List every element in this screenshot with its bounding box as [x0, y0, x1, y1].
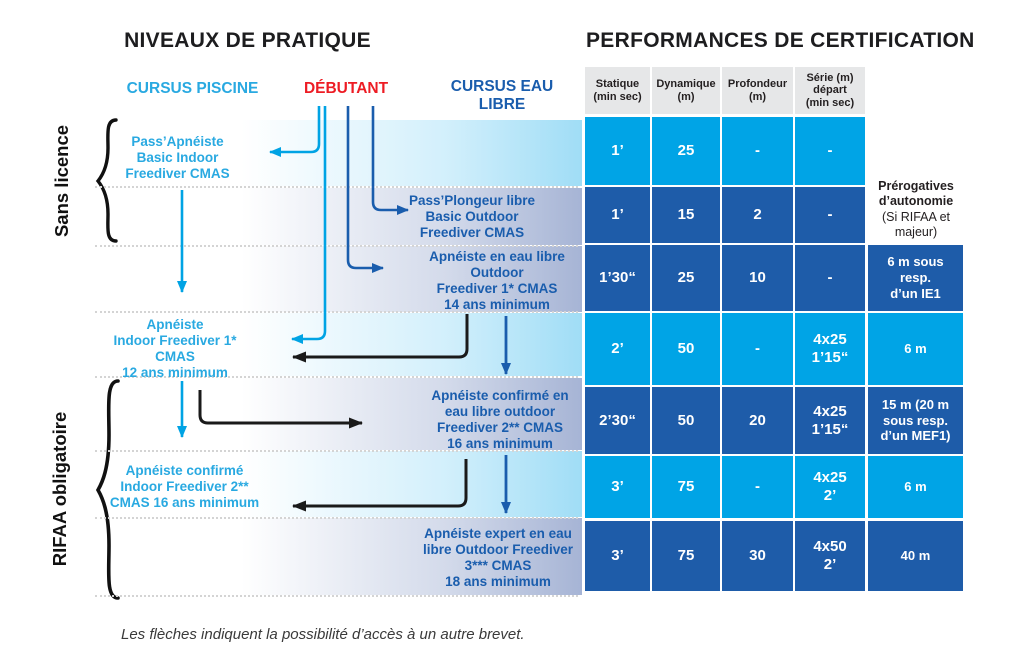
cell-serie: -	[795, 187, 865, 243]
cell-statique: 1’	[585, 117, 650, 185]
column-header-profondeur: Profondeur (m)	[722, 67, 793, 114]
cell-statique: 2’30“	[585, 387, 650, 454]
level-pass-apneiste: Pass’Apnéiste Basic Indoor Freediver CMA…	[125, 134, 230, 181]
cell-serie: 4x25 1’15“	[795, 387, 865, 454]
cell-dynamique: 75	[652, 521, 720, 591]
cell-dynamique: 25	[652, 245, 720, 311]
level-apneiste-confirme-eau-libre: Apnéiste confirmé en eau libre outdoor F…	[431, 388, 569, 451]
row-separator	[95, 450, 578, 452]
row-band-7	[95, 518, 582, 595]
row-separator	[95, 186, 578, 188]
row-band-2	[95, 188, 582, 245]
prerogatives-subtitle: (Si RIFAA et majeur)	[881, 209, 951, 239]
cell-serie: 4x25 2’	[795, 456, 865, 518]
track-cursus-eau-libre: CURSUS EAU LIBRE	[450, 78, 554, 113]
table-row-2: 1’ 15 2 -	[585, 187, 865, 243]
cell-statique: 2’	[585, 313, 650, 385]
row-separator	[95, 517, 578, 519]
cell-statique: 1’	[585, 187, 650, 243]
cell-dynamique: 75	[652, 456, 720, 518]
column-header-dynamique: Dynamique (m)	[652, 67, 720, 114]
cell-profondeur: -	[722, 456, 793, 518]
level-pass-plongeur-libre: Pass’Plongeur libre Basic Outdoor Freedi…	[408, 193, 536, 240]
row-band-3	[95, 246, 582, 312]
cell-profondeur: 20	[722, 387, 793, 454]
cell-serie: -	[795, 117, 865, 185]
cell-profondeur: 30	[722, 521, 793, 591]
cell-serie: 4x25 1’15“	[795, 313, 865, 385]
table-row-4: 2’ 50 - 4x25 1’15“	[585, 313, 865, 385]
row-separator	[95, 311, 578, 313]
side-label-rifaa-obligatoire: RIFAA obligatoire	[49, 411, 70, 567]
arrows-legend-caption: Les flèches indiquent la possibilité d’a…	[121, 626, 525, 643]
column-header-serie: Série (m) départ (min sec)	[795, 67, 865, 114]
table-row-1: 1’ 25 - -	[585, 117, 865, 185]
certification-performance-title: PERFORMANCES DE CERTIFICATION	[586, 29, 975, 52]
table-row-7: 3’ 75 30 4x50 2’	[585, 521, 865, 591]
cell-statique: 3’	[585, 521, 650, 591]
row-separator	[95, 376, 578, 378]
row-separator	[95, 595, 578, 597]
table-row-5: 2’30“ 50 20 4x25 1’15“	[585, 387, 865, 454]
cell-dynamique: 50	[652, 313, 720, 385]
table-row-6: 3’ 75 - 4x25 2’	[585, 456, 865, 518]
table-row-3: 1’30“ 25 10 -	[585, 245, 865, 311]
prerogative-cell-row-6: 6 m	[868, 456, 963, 518]
cell-profondeur: -	[722, 117, 793, 185]
performance-table-header: Statique (min sec) Dynamique (m) Profond…	[585, 67, 865, 114]
level-apneiste-eau-libre: Apnéiste en eau libre Outdoor Freediver …	[429, 249, 565, 312]
prerogative-cell-row-3: 6 m sous resp. d’un IE1	[868, 245, 963, 311]
cell-dynamique: 15	[652, 187, 720, 243]
cell-profondeur: -	[722, 313, 793, 385]
track-debutant: DÉBUTANT	[303, 80, 389, 97]
prerogatives-header: Prérogatives d’autonomie (Si RIFAA et ma…	[861, 179, 971, 240]
row-band-1	[95, 120, 582, 186]
cell-statique: 1’30“	[585, 245, 650, 311]
practice-levels-title: NIVEAUX DE PRATIQUE	[124, 29, 371, 52]
cell-dynamique: 25	[652, 117, 720, 185]
prerogative-cell-row-4: 6 m	[868, 313, 963, 385]
prerogative-cell-row-5: 15 m (20 m sous resp. d’un MEF1)	[868, 387, 963, 454]
row-separator	[95, 245, 578, 247]
cell-profondeur: 2	[722, 187, 793, 243]
cell-profondeur: 10	[722, 245, 793, 311]
cell-statique: 3’	[585, 456, 650, 518]
column-header-statique: Statique (min sec)	[585, 67, 650, 114]
prerogative-cell-row-7: 40 m	[868, 521, 963, 591]
cell-serie: -	[795, 245, 865, 311]
level-apneiste-expert: Apnéiste expert en eau libre Outdoor Fre…	[422, 526, 574, 589]
track-cursus-piscine: CURSUS PISCINE	[126, 80, 259, 97]
level-apneiste-confirme-indoor: Apnéiste confirmé Indoor Freediver 2** C…	[109, 463, 260, 510]
side-label-sans-licence: Sans licence	[51, 124, 72, 238]
cell-dynamique: 50	[652, 387, 720, 454]
cell-serie: 4x50 2’	[795, 521, 865, 591]
prerogatives-title: Prérogatives d’autonomie	[878, 179, 954, 209]
level-apneiste-indoor: Apnéiste Indoor Freediver 1* CMAS 12 ans…	[113, 317, 237, 380]
